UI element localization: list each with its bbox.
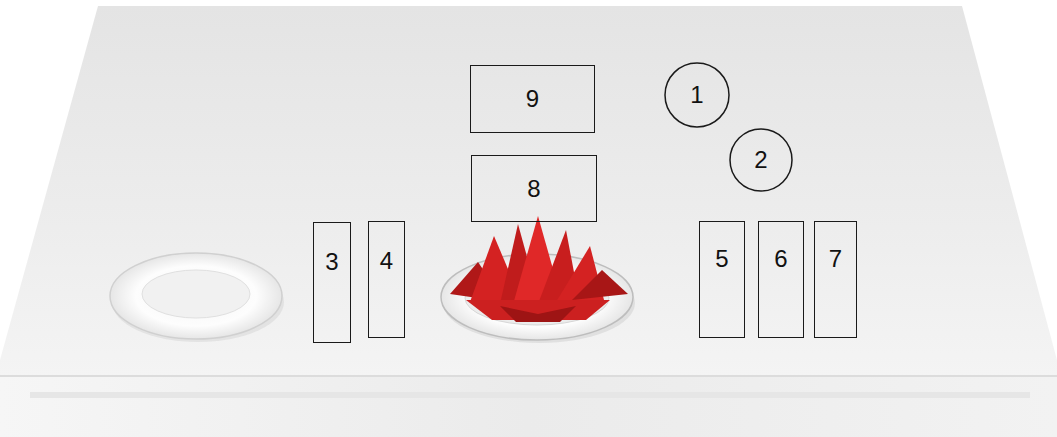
tablecloth-drape xyxy=(0,372,1057,437)
place-box: 6 xyxy=(758,221,804,338)
place-box: 3 xyxy=(313,222,351,343)
table-edge xyxy=(0,375,1057,377)
place-box: 5 xyxy=(699,221,745,338)
folded-napkin xyxy=(450,216,628,322)
callout-number: 5 xyxy=(715,245,728,273)
callout-number: 6 xyxy=(774,245,787,273)
callout-number: 1 xyxy=(690,81,703,109)
bread-plate xyxy=(110,253,282,339)
circle-line xyxy=(665,63,729,127)
place-box: 7 xyxy=(814,221,857,338)
callout-number: 9 xyxy=(526,85,539,113)
callout-number: 3 xyxy=(325,248,338,276)
drape-fold xyxy=(30,392,1030,398)
callout-circle: 2 xyxy=(729,128,793,192)
callout-number: 4 xyxy=(380,247,393,275)
plate-well xyxy=(142,270,250,318)
place-box: 8 xyxy=(471,155,597,222)
callout-circle: 1 xyxy=(664,62,730,128)
callout-number: 8 xyxy=(527,175,540,203)
tablecloth-top xyxy=(0,6,1057,376)
callout-number: 2 xyxy=(754,146,767,174)
circle-line xyxy=(730,129,792,191)
callout-number: 7 xyxy=(829,245,842,273)
place-box: 9 xyxy=(470,65,595,133)
place-box: 4 xyxy=(368,221,405,338)
